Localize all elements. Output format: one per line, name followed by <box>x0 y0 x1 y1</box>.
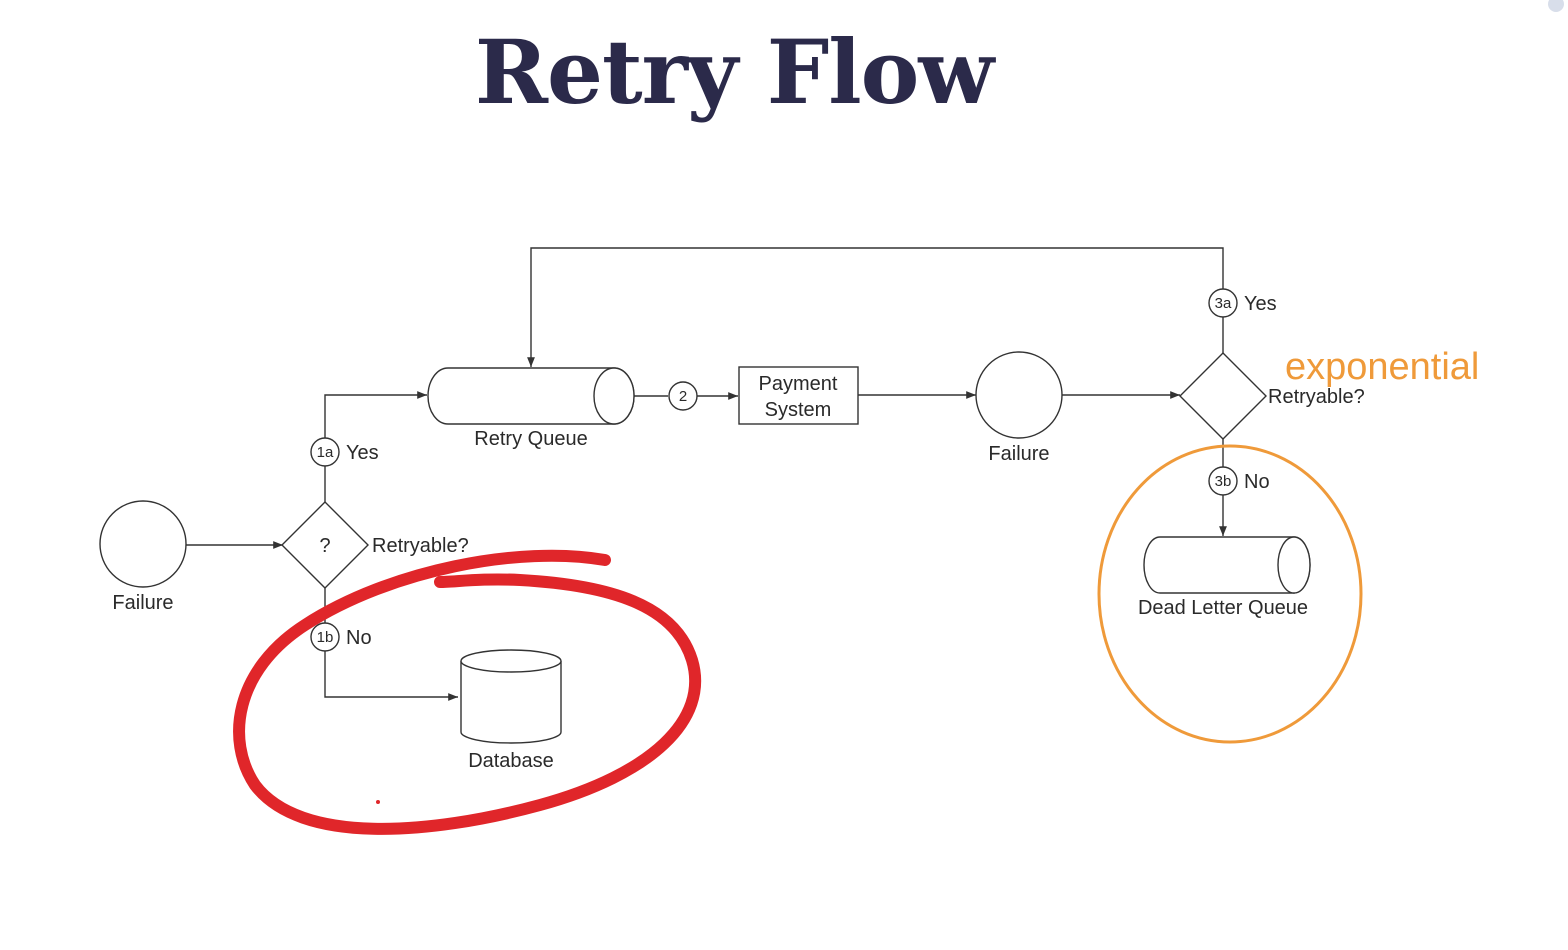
step-3a-number: 3a <box>1215 295 1232 312</box>
dead-letter-queue-cylinder-end <box>1277 536 1311 594</box>
step-3b-number: 3b <box>1215 473 1232 490</box>
step-1b-number: 1b <box>317 629 334 646</box>
step-3a-badge <box>1208 288 1238 318</box>
step-1a-badge <box>310 437 340 467</box>
failure-start-node <box>99 500 187 588</box>
step-2-number: 2 <box>679 388 687 405</box>
decision-1-symbol: ? <box>319 535 330 557</box>
retry-queue-label: Retry Queue <box>474 428 587 450</box>
dead-letter-queue-label: Dead Letter Queue <box>1138 597 1308 619</box>
slide-title: Retry Flow <box>474 20 994 124</box>
retry-queue-cylinder-end <box>593 367 635 425</box>
edge-3a-yes-loop <box>527 247 1224 367</box>
step-1a-number: 1a <box>317 444 334 461</box>
failure-start-label: Failure <box>112 592 173 614</box>
step-3b-label: No <box>1244 471 1270 493</box>
decision-3-label: Retryable? <box>1268 386 1365 408</box>
step-1b-label: No <box>346 627 372 649</box>
database-cylinder-top <box>460 649 562 673</box>
orange-annotation-circle <box>1097 444 1363 744</box>
payment-system-label-line1: Payment <box>759 373 838 395</box>
decision-1-label: Retryable? <box>372 535 469 557</box>
red-annotation-stroke <box>233 549 702 835</box>
exponential-annotation: exponential <box>1285 346 1479 388</box>
red-annotation-inner-stroke <box>357 552 583 598</box>
failure-mid-label: Failure <box>988 443 1049 465</box>
red-annotation-dot <box>376 800 380 804</box>
payment-system-box <box>738 366 859 425</box>
failure-mid-node <box>975 351 1063 439</box>
step-3a-label: Yes <box>1244 293 1277 315</box>
step-1b-badge <box>310 622 340 652</box>
step-1a-label: Yes <box>346 442 379 464</box>
database-cylinder <box>460 661 562 744</box>
step-3b-badge <box>1208 466 1238 496</box>
corner-dot <box>1548 0 1564 12</box>
decision-3-diamond <box>1179 352 1267 440</box>
database-label: Database <box>468 750 554 772</box>
payment-system-label-line2: System <box>765 399 832 421</box>
